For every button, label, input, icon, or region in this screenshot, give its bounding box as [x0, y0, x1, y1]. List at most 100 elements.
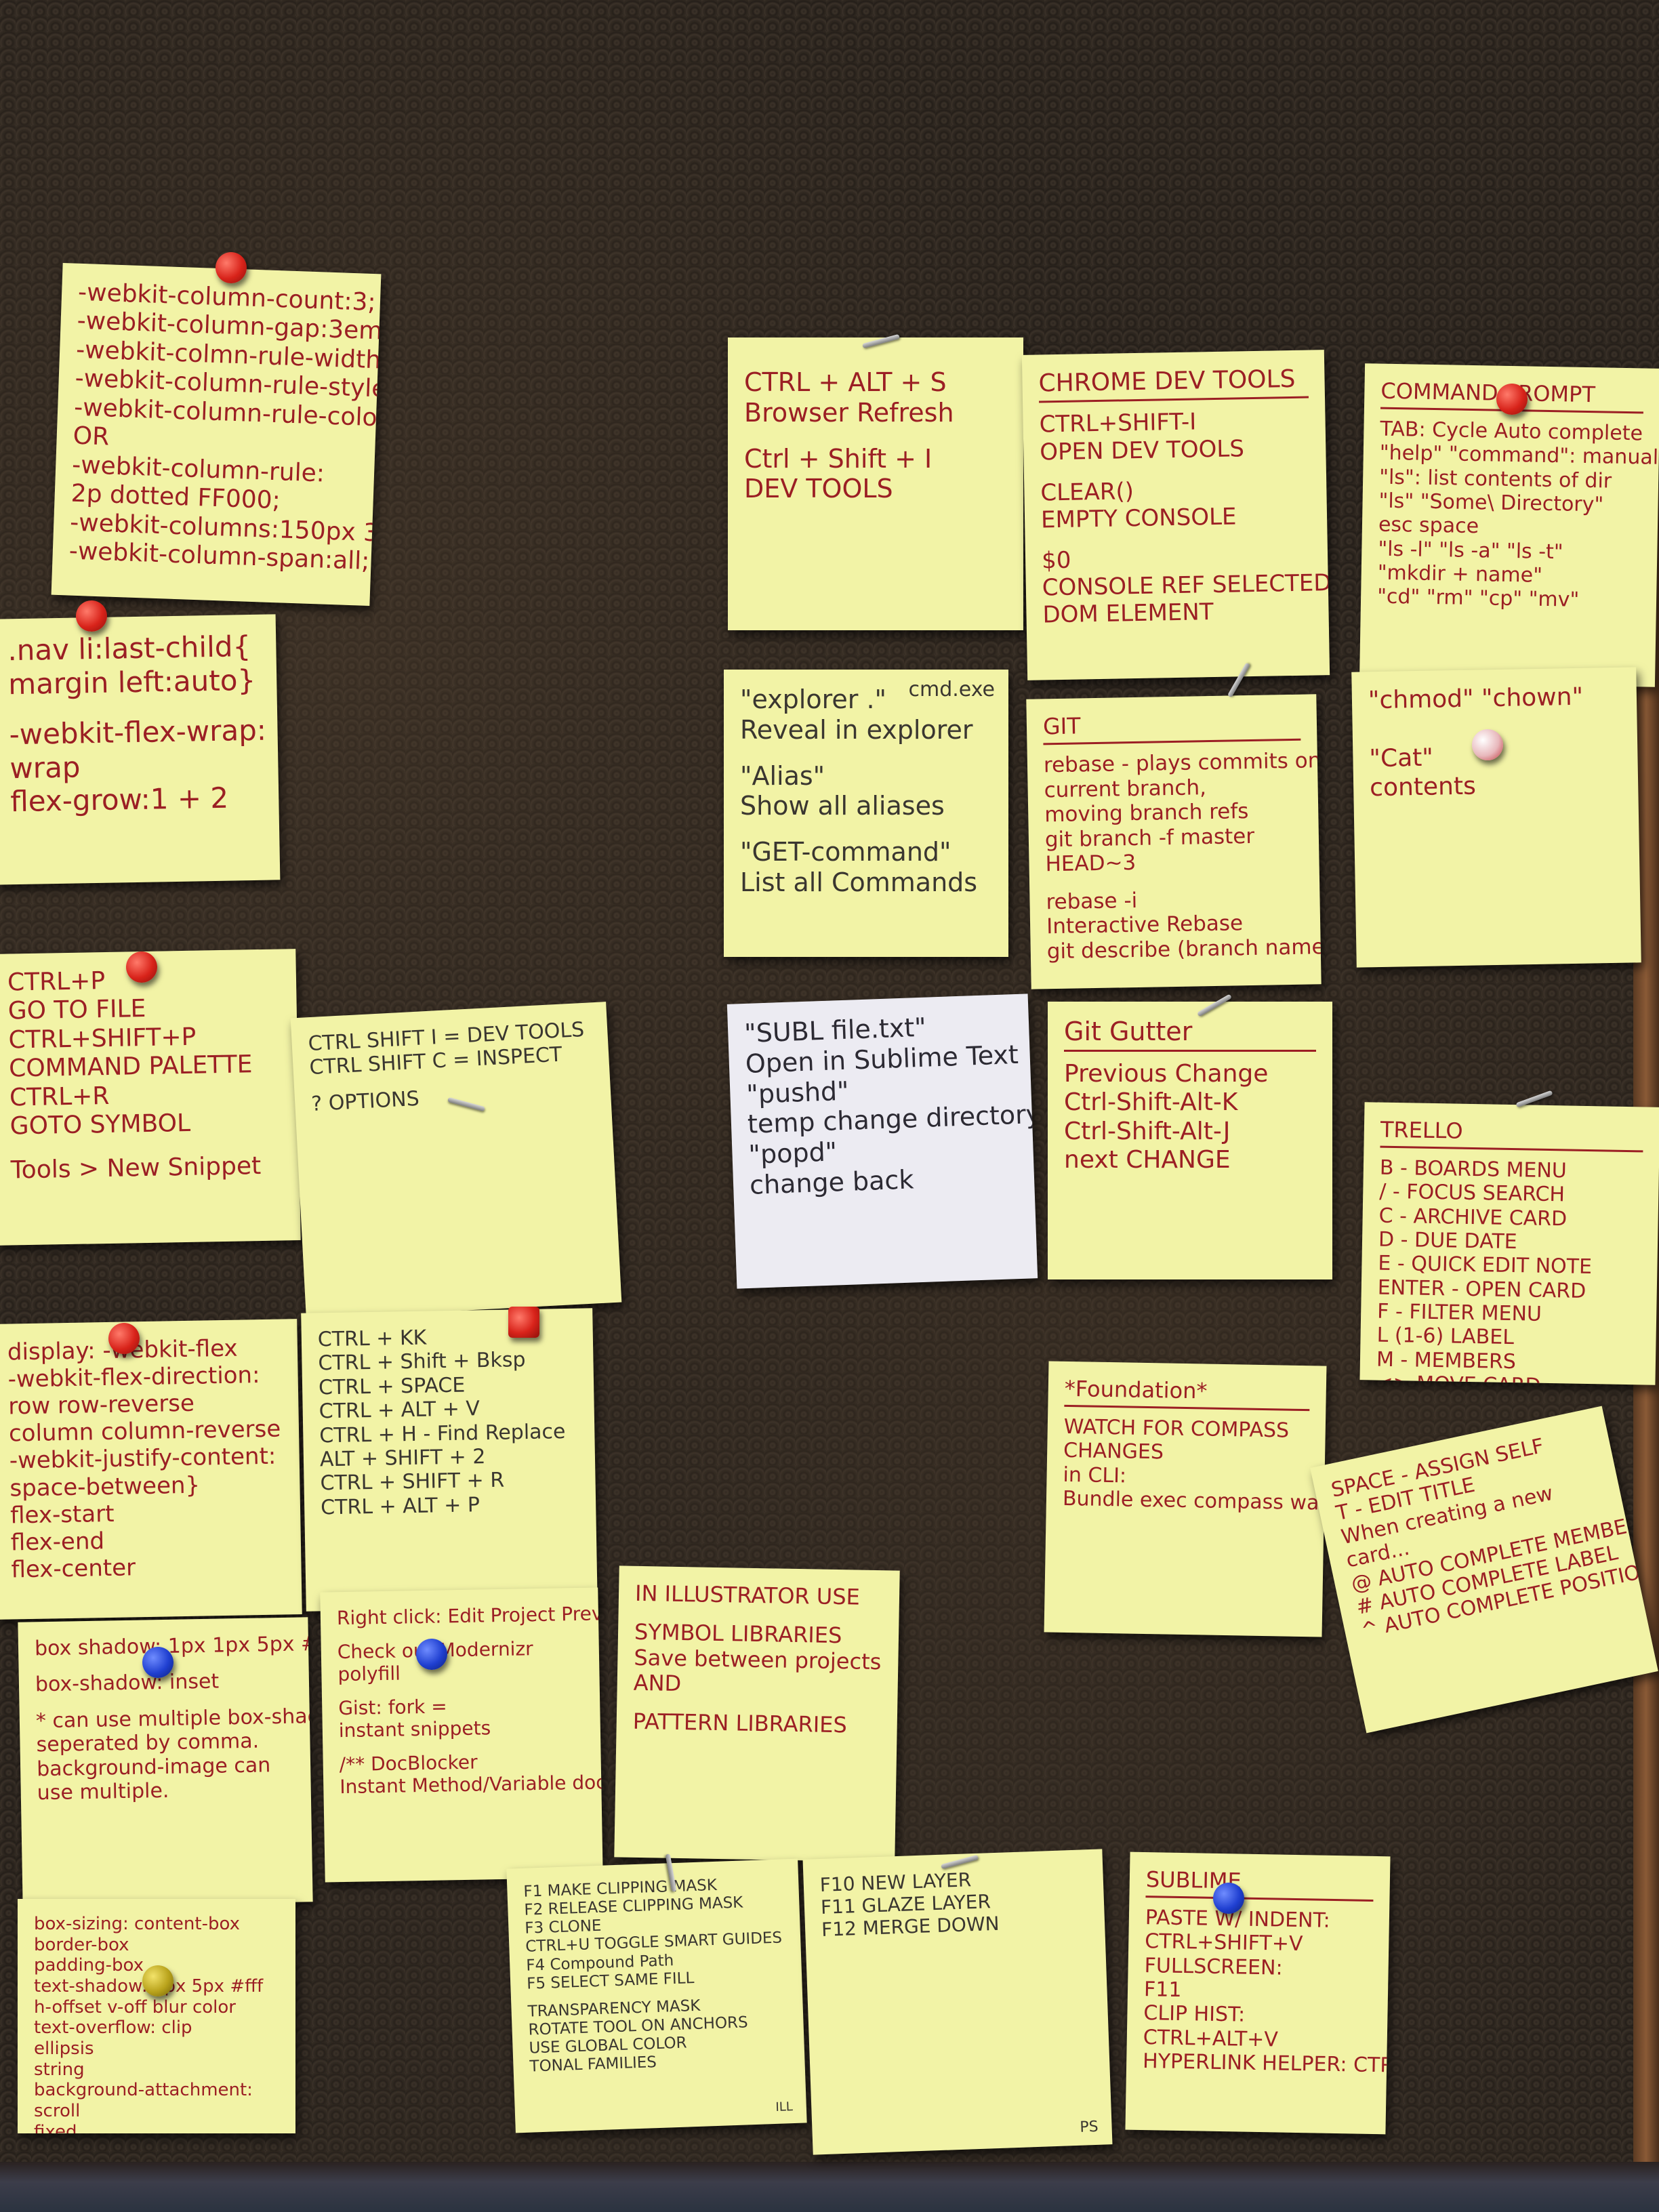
note-line: CTRL + ALT + S: [744, 367, 947, 397]
note-line: -webkit-flex-direction:: [7, 1361, 260, 1393]
note-line: CTRL+ALT+V: [1143, 2025, 1279, 2052]
note-title: TRELLO: [1380, 1117, 1644, 1153]
note-line: flex-grow:1 + 2: [9, 781, 229, 819]
note-line: OPEN DEV TOOLS: [1039, 434, 1245, 466]
note-right-click: Right click: Edit Project Preview URLsCh…: [320, 1587, 603, 1883]
note-chmod: "chmod" "chown""Cat"contents: [1351, 667, 1641, 968]
red-push-pin-icon: [108, 1323, 140, 1354]
note-line: -webkit-justify-content:: [9, 1443, 276, 1475]
blue-push-pin-icon: [1213, 1883, 1244, 1914]
note-line: fixed: [34, 2121, 77, 2133]
note-line: next CHANGE: [1064, 1146, 1231, 1174]
note-line: GOTO SYMBOL: [9, 1109, 191, 1141]
note-line: Browser Refresh: [744, 397, 954, 428]
note-line: Show all aliases: [740, 791, 945, 821]
note-line: flex-end: [10, 1527, 105, 1557]
note-line: CTRL + H - Find Replace: [319, 1419, 566, 1448]
note-line: CTRL + ALT + P: [320, 1492, 480, 1520]
note-corner-label: PS: [1079, 2118, 1099, 2136]
note-line: DOM ELEMENT: [1042, 598, 1214, 629]
note-line: git describe (branch name): [1046, 934, 1322, 964]
note-line: CTRL+SHIFT+P: [8, 1023, 197, 1054]
note-title: GIT: [1043, 709, 1301, 745]
note-line: "GET-command": [740, 837, 951, 867]
yellow-push-pin-icon: [142, 1965, 173, 1996]
note-line: AND: [633, 1670, 682, 1697]
note-line: [740, 821, 992, 837]
note-line: background-image can: [36, 1753, 271, 1781]
note-line: Ctrl-Shift-Alt-K: [1064, 1088, 1238, 1117]
note-line: flex-center: [11, 1554, 136, 1584]
note-line: Ctrl + Shift + I: [744, 443, 933, 474]
note-line: Previous Change: [1064, 1059, 1269, 1088]
note-line: -webkit-flex-wrap:: [9, 713, 267, 752]
note-line: Instant Method/Variable document: [340, 1769, 603, 1799]
note-line: scroll: [34, 2101, 81, 2122]
note-line: [740, 745, 992, 761]
note-line: CLEAR(): [1040, 477, 1134, 507]
note-line: PASTE W/ INDENT:: [1145, 1905, 1330, 1933]
note-line: CTRL+SHIFT-I: [1039, 408, 1197, 438]
note-line: text-overflow: clip: [34, 2018, 192, 2039]
note-title: SUBLIME: [1145, 1866, 1374, 1902]
note-line: ellipsis: [34, 2039, 94, 2060]
note-line: Ctrl-Shift-Alt-J: [1064, 1117, 1231, 1145]
note-line: wrap: [9, 750, 81, 785]
red-push-pin-icon: [76, 600, 107, 632]
note-subl: "SUBL file.txt"Open in Sublime Text"push…: [726, 994, 1038, 1289]
note-corner-label: cmd.exe: [908, 678, 995, 701]
note-line: background-attachment:: [34, 2080, 253, 2101]
white-push-pin-icon: [1472, 729, 1503, 760]
note-line: DEV TOOLS: [744, 474, 893, 504]
note-line: border-box: [34, 1934, 129, 1955]
note-line: HYPERLINK HELPER: CTRL ALT SHIFT L: [1142, 2049, 1391, 2080]
red-push-pin-icon: [508, 1307, 539, 1338]
board-frame-bottom: [0, 2162, 1659, 2212]
note-display-flex: display: -webkit-flex-webkit-flex-direct…: [0, 1319, 302, 1620]
red-push-pin-icon: [126, 951, 157, 983]
note-line: h-offset v-off blur color: [34, 1996, 236, 2018]
note-line: IN ILLUSTRATOR USE: [634, 1580, 861, 1610]
note-line: "explorer .": [740, 684, 887, 714]
note-line: "help" "command": manual: [1379, 441, 1659, 470]
note-line: flex-start: [9, 1500, 115, 1530]
note-line: List all Commands: [740, 867, 978, 898]
note-line: contents: [1369, 772, 1477, 802]
note-line: EMPTY CONSOLE: [1040, 503, 1237, 534]
red-push-pin-icon: [1496, 384, 1528, 415]
note-explorer: cmd.exe"explorer ."Reveal in explorer"Al…: [724, 670, 1008, 957]
note-line: PATTERN LIBRARIES: [632, 1708, 848, 1738]
note-line: CTRL+SHIFT+V: [1145, 1929, 1303, 1957]
note-line: margin left:auto}: [7, 663, 256, 701]
note-line: use multiple.: [37, 1778, 169, 1805]
note-line: / - FOCUS SEARCH: [1379, 1179, 1565, 1207]
note-line: column column-reverse: [8, 1415, 281, 1448]
blue-push-pin-icon: [142, 1647, 173, 1678]
note-line: rebase - plays commits on: [1043, 748, 1322, 778]
note-line: Right click: Edit Project Preview URLs: [336, 1601, 603, 1630]
note-line: Bundle exec compass watch: [1062, 1486, 1327, 1516]
note-line: display: -webkit-flex: [7, 1334, 238, 1366]
note-title: Git Gutter: [1064, 1017, 1316, 1052]
note-line: [744, 428, 1007, 444]
note-line: F11: [1143, 1977, 1182, 2002]
note-line: row row-reverse: [8, 1389, 195, 1420]
note-line: Tools > New Snippet: [10, 1151, 262, 1185]
note-line: seperated by comma.: [36, 1729, 260, 1757]
note-line: space-between}: [9, 1471, 201, 1502]
note-corner-label: ILL: [775, 2100, 794, 2114]
note-line: FULLSCREEN:: [1144, 1953, 1283, 1980]
note-title: *Foundation*: [1064, 1376, 1311, 1411]
